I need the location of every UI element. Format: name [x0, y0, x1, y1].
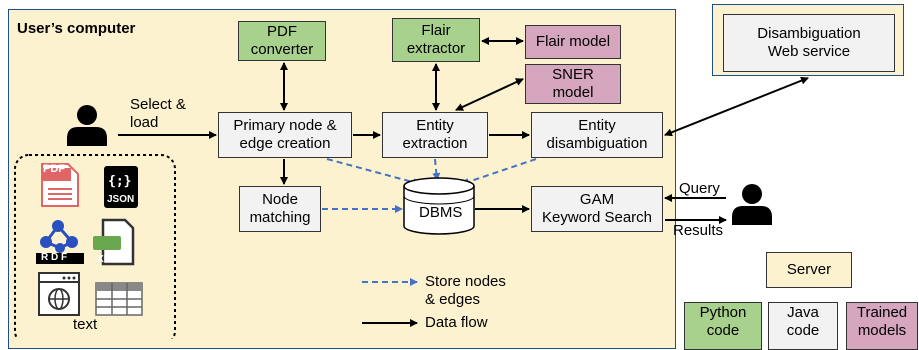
- query-label: Query: [679, 180, 720, 197]
- sner-model-box: SNER model: [525, 64, 621, 104]
- connectors-layer: [14, 37, 809, 339]
- web-page-icon: [38, 272, 80, 316]
- legend-trained-models-box: Trained models: [846, 302, 918, 350]
- store-arrow-primary: [326, 158, 421, 187]
- select-load-label: Select & load: [130, 96, 186, 131]
- results-label: Results: [673, 222, 724, 239]
- legend-python-box: Python code: [684, 302, 762, 350]
- pdf-file-label: PDF: [43, 163, 65, 175]
- dbms-cylinder: [403, 177, 475, 235]
- query-person-icon: [730, 183, 774, 225]
- flair-model-box: Flair model: [525, 25, 621, 59]
- legend-java-box: Java code: [768, 302, 838, 350]
- json-glyph: {;}: [108, 174, 132, 189]
- disambiguation-web-service-box: Disambiguation Web service: [723, 14, 895, 72]
- dbms-label: DBMS: [419, 204, 463, 221]
- user-person-icon: [64, 104, 110, 146]
- legend-store-label: Store nodes & edges: [425, 273, 506, 308]
- text-input-label: text: [73, 316, 98, 333]
- pdf-file-icon: [40, 163, 80, 207]
- entity-disambiguation-box: Entity disambiguation: [531, 112, 663, 158]
- node-matching-box: Node matching: [239, 186, 321, 232]
- store-arrow-disambiguation: [461, 158, 537, 186]
- store-arrow-extraction: [432, 158, 441, 181]
- flair-extractor-box: Flair extractor: [392, 18, 480, 62]
- json-file-label: JSON: [107, 194, 135, 205]
- pdf-converter-box: PDF converter: [238, 21, 326, 61]
- legend-server-box: Server: [766, 252, 852, 288]
- json-file-icon: [103, 165, 139, 209]
- primary-node-edge-creation-box: Primary node & edge creation: [218, 112, 352, 158]
- table-icon: [95, 282, 143, 316]
- gam-keyword-search-box: GAM Keyword Search: [531, 186, 663, 232]
- rdf-icon: [36, 218, 84, 264]
- arrow-sner-model: [455, 78, 524, 111]
- rdf-label: R D F: [41, 252, 68, 263]
- xml-file-icon: [93, 218, 137, 266]
- xml-file-label: XML: [97, 254, 119, 265]
- inputs-region: [14, 154, 176, 339]
- entity-extraction-box: Entity extraction: [382, 112, 488, 158]
- arrow-web-service: [664, 76, 809, 137]
- users-computer-label: User’s computer: [17, 20, 136, 37]
- legend-dataflow-label: Data flow: [425, 314, 488, 331]
